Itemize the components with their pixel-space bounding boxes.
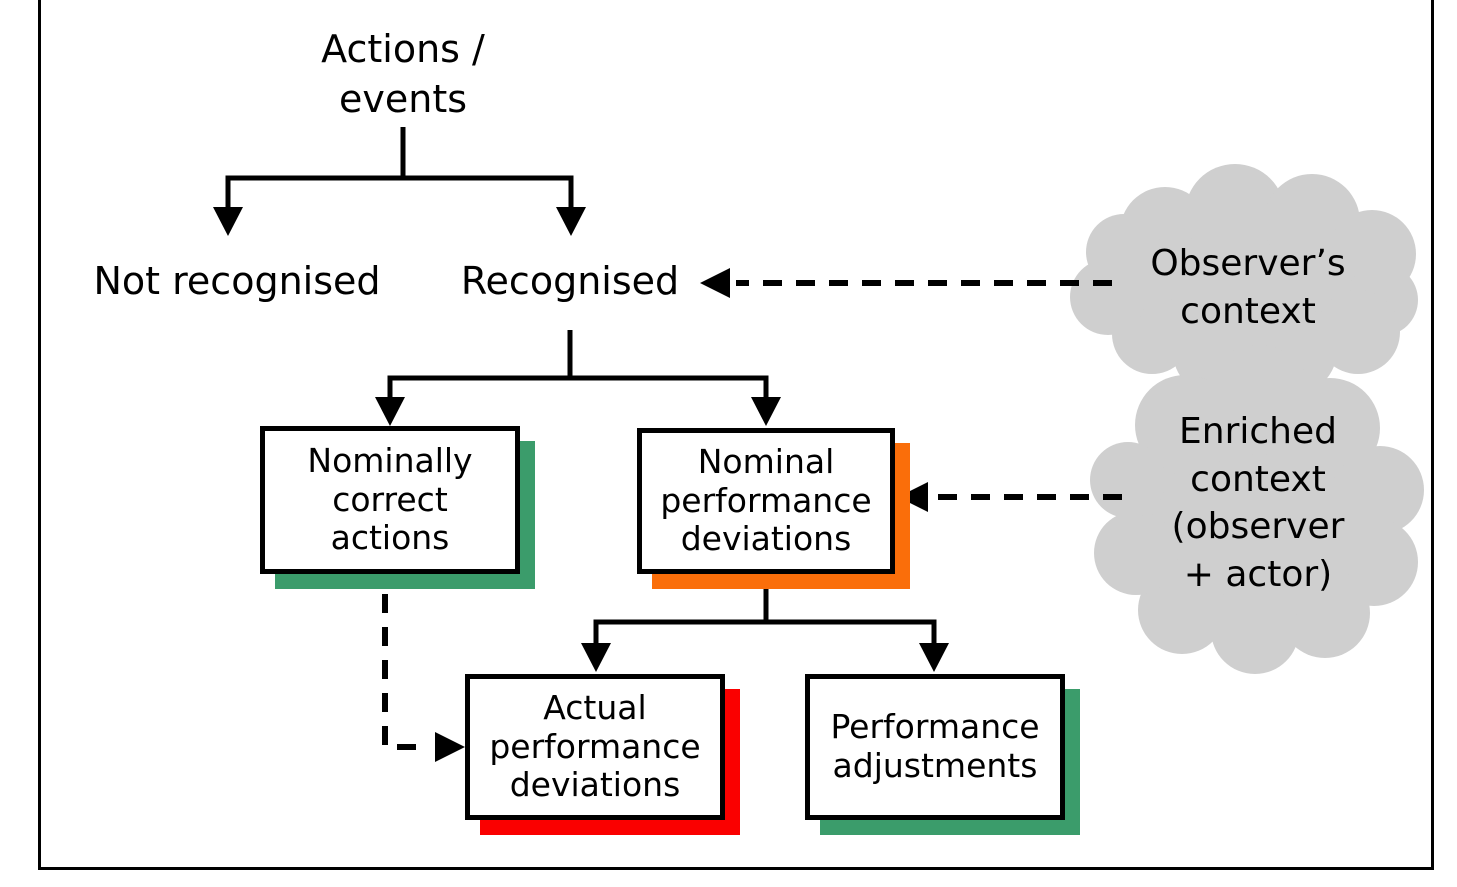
arrowhead-observer-context bbox=[700, 268, 730, 298]
box-actual-performance-deviations-label: Actual performance deviations bbox=[489, 687, 701, 805]
arrowhead-nominally-to-actual bbox=[435, 732, 465, 762]
label-not-recognised: Not recognised bbox=[93, 259, 381, 303]
label-actions-events: Actions / events bbox=[321, 27, 485, 122]
cloud-enriched-context-label: Enriched context (observer + actor) bbox=[1171, 411, 1345, 595]
box-nominally-correct-actions-label: Nominally correct actions bbox=[307, 440, 473, 558]
box-actual-performance-deviations: Actual performance deviations bbox=[465, 674, 725, 820]
box-nominal-performance-deviations-label: Nominal performance deviations bbox=[660, 441, 872, 559]
box-nominally-correct-actions: Nominally correct actions bbox=[260, 426, 520, 574]
arrowhead-actual-deviations bbox=[581, 643, 611, 672]
cloud-observers-context-label: Observer’s context bbox=[1150, 243, 1346, 332]
arrowhead-performance-adjustments bbox=[919, 643, 949, 672]
arrowhead-nominal-deviations bbox=[751, 397, 781, 426]
label-recognised: Recognised bbox=[460, 259, 680, 303]
arrowhead-nominally-correct bbox=[375, 397, 405, 426]
arrowhead-not-recognised bbox=[213, 207, 243, 236]
diagram-border bbox=[38, 0, 1434, 870]
arrowhead-enriched-context bbox=[898, 482, 928, 512]
edge-nominally-correct-to-actual bbox=[382, 594, 428, 750]
arrowhead-recognised bbox=[556, 207, 586, 236]
box-nominal-performance-deviations: Nominal performance deviations bbox=[637, 428, 895, 574]
box-performance-adjustments: Performance adjustments bbox=[805, 674, 1065, 820]
box-performance-adjustments-label: Performance adjustments bbox=[830, 707, 1040, 785]
